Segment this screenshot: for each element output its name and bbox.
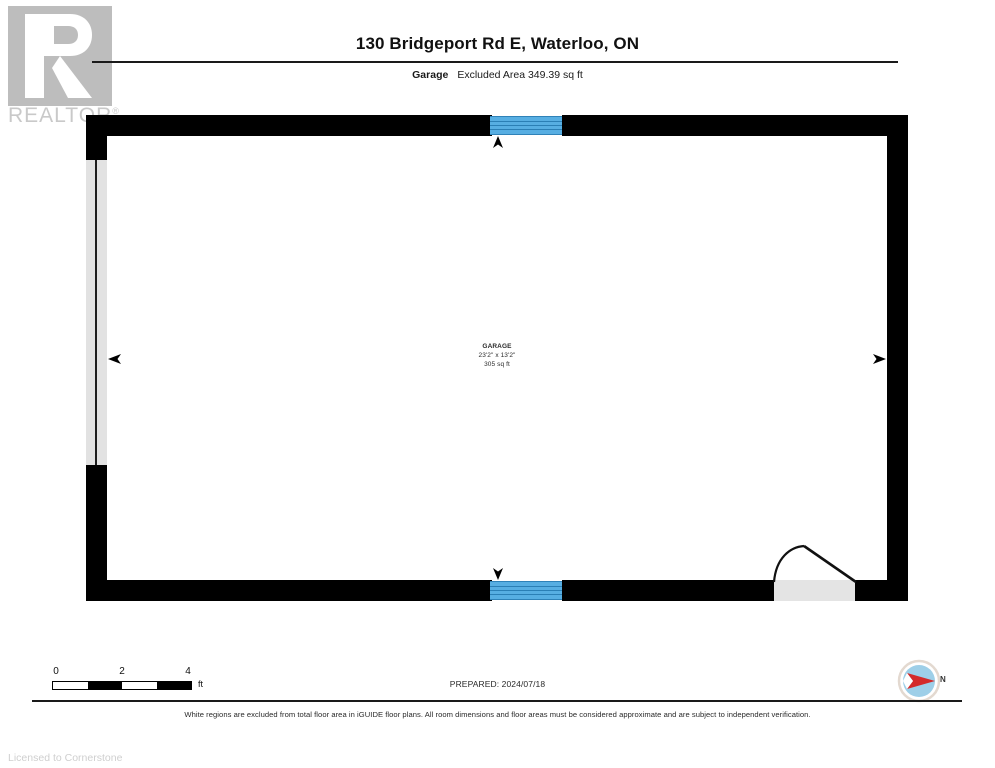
wall-left-lower — [86, 465, 107, 601]
scale-segment — [156, 682, 191, 689]
room-area: 305 sq ft — [484, 361, 510, 368]
footer-divider — [32, 700, 962, 702]
wall-left-excluded-centerline — [95, 160, 97, 465]
prepared-date: PREPARED: 2024/07/18 — [449, 679, 546, 689]
door-threshold — [774, 580, 855, 601]
window-top — [490, 116, 562, 135]
wall-left-upper-stub — [86, 136, 107, 160]
room-label-garage: GARAGE 23'2" x 13'2" 305 sq ft — [432, 342, 562, 369]
scale-segment — [53, 682, 88, 689]
compass-icon — [897, 659, 941, 703]
wall-top-right — [562, 115, 908, 136]
scale-tick-2: 4 — [185, 666, 191, 677]
scale-unit: ft — [198, 679, 204, 689]
level-subtitle: Garage Excluded Area 349.39 sq ft — [0, 69, 995, 81]
wall-top-left — [86, 115, 492, 136]
scale-segment — [87, 682, 122, 689]
wall-bottom-right — [855, 580, 908, 601]
header-divider — [92, 61, 898, 63]
scale-tick-labels: 0 2 4 — [52, 666, 192, 680]
scale-tick-1: 2 — [119, 666, 125, 677]
level-name: Garage — [412, 69, 449, 81]
wall-bottom-middle — [562, 580, 774, 601]
window-bottom — [490, 581, 562, 600]
excluded-area: Excluded Area 349.39 sq ft — [457, 69, 583, 81]
compass-rose: N — [897, 659, 957, 703]
wall-bottom-left — [86, 580, 492, 601]
room-name: GARAGE — [482, 343, 512, 350]
compass-north-label: N — [940, 675, 946, 684]
wall-right — [887, 115, 908, 601]
plan-header: 130 Bridgeport Rd E, Waterloo, ON Garage… — [0, 0, 995, 96]
room-dimensions: 23'2" x 13'2" — [478, 352, 516, 359]
scale-bar: 0 2 4 ft — [52, 666, 212, 698]
page-title: 130 Bridgeport Rd E, Waterloo, ON — [355, 34, 640, 53]
scale-segment — [122, 682, 157, 689]
disclaimer-text: White regions are excluded from total fl… — [184, 710, 811, 719]
scale-tick-0: 0 — [53, 666, 59, 677]
license-note: Licensed to Cornerstone — [8, 752, 123, 764]
scale-bar-segments — [52, 681, 192, 690]
